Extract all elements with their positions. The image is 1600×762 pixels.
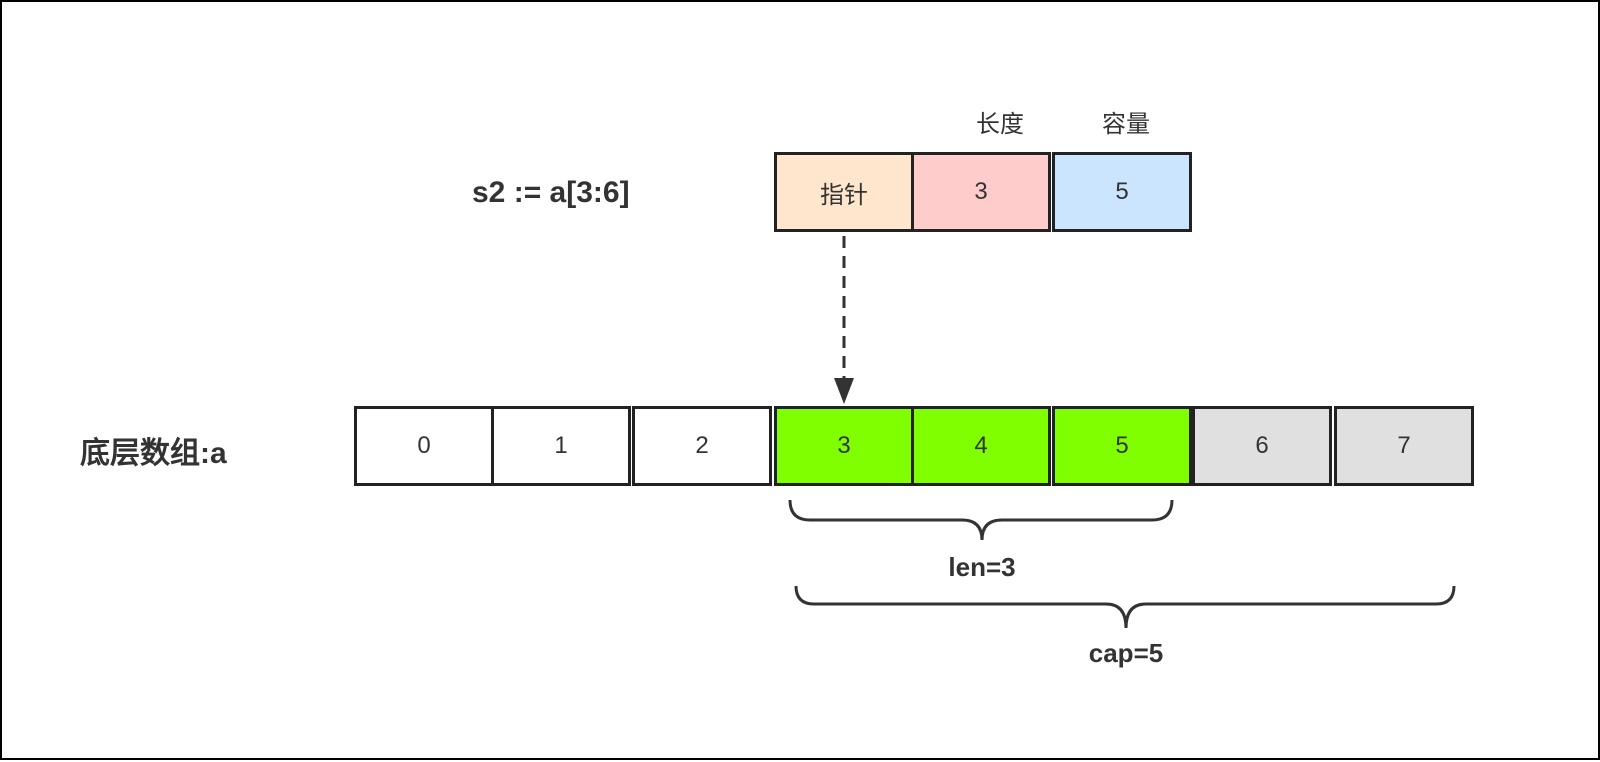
len-label: len=3 [948, 552, 1016, 582]
array-cell-text: 7 [1397, 432, 1411, 459]
slice-header-capacity-cell: 5 [1052, 152, 1192, 232]
slice-header-length-cell: 3 [911, 152, 1051, 232]
array-cell-text: 3 [837, 432, 851, 459]
array-cell-4: 4 [911, 406, 1051, 486]
capacity-field-label: 容量 [1102, 111, 1150, 138]
slice-expression: s2 := a[3:6] [472, 176, 630, 209]
array-cell-2: 2 [632, 406, 772, 486]
len-brace [788, 499, 1174, 541]
array-cell-text: 0 [417, 432, 431, 459]
pointer-arrowhead [834, 378, 854, 404]
array-cell-text: 1 [554, 432, 568, 459]
array-cell-text: 6 [1255, 432, 1269, 459]
pointer-cell-text: 指针 [820, 181, 868, 209]
underlying-array-label: 底层数组:a [80, 437, 227, 470]
cap-brace [794, 585, 1456, 629]
array-cell-6: 6 [1192, 406, 1332, 486]
array-cell-5: 5 [1052, 406, 1192, 486]
array-cell-3: 3 [774, 406, 914, 486]
array-cell-1: 1 [491, 406, 631, 486]
array-cell-7: 7 [1334, 406, 1474, 486]
array-cell-text: 2 [695, 432, 709, 459]
array-cell-text: 4 [974, 432, 988, 459]
length-cell-text: 3 [974, 178, 988, 205]
cap-label: cap=5 [1088, 638, 1164, 668]
array-cell-text: 5 [1115, 432, 1129, 459]
length-field-label: 长度 [976, 111, 1024, 138]
capacity-cell-text: 5 [1115, 178, 1129, 205]
